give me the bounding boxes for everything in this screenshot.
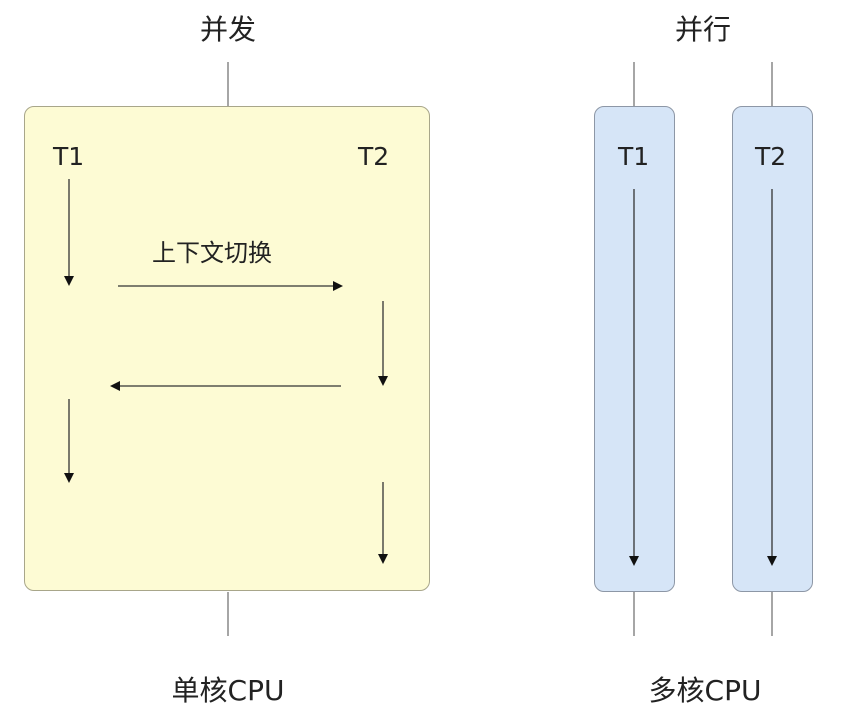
concurrency-thread-t2-label: T2 — [358, 142, 390, 171]
concurrency-title: 并发 — [199, 13, 256, 46]
single-core-cpu-label: 单核CPU — [171, 674, 285, 707]
multi-core-cpu-label: 多核CPU — [648, 674, 762, 707]
context-switch-label: 上下文切换 — [152, 239, 272, 267]
single-core-box — [24, 106, 430, 591]
parallelism-thread-t1-label: T1 — [618, 142, 650, 171]
parallelism-title: 并行 — [674, 13, 731, 46]
parallelism-thread-t2-label: T2 — [755, 142, 787, 171]
concurrency-thread-t1-label: T1 — [53, 142, 85, 171]
